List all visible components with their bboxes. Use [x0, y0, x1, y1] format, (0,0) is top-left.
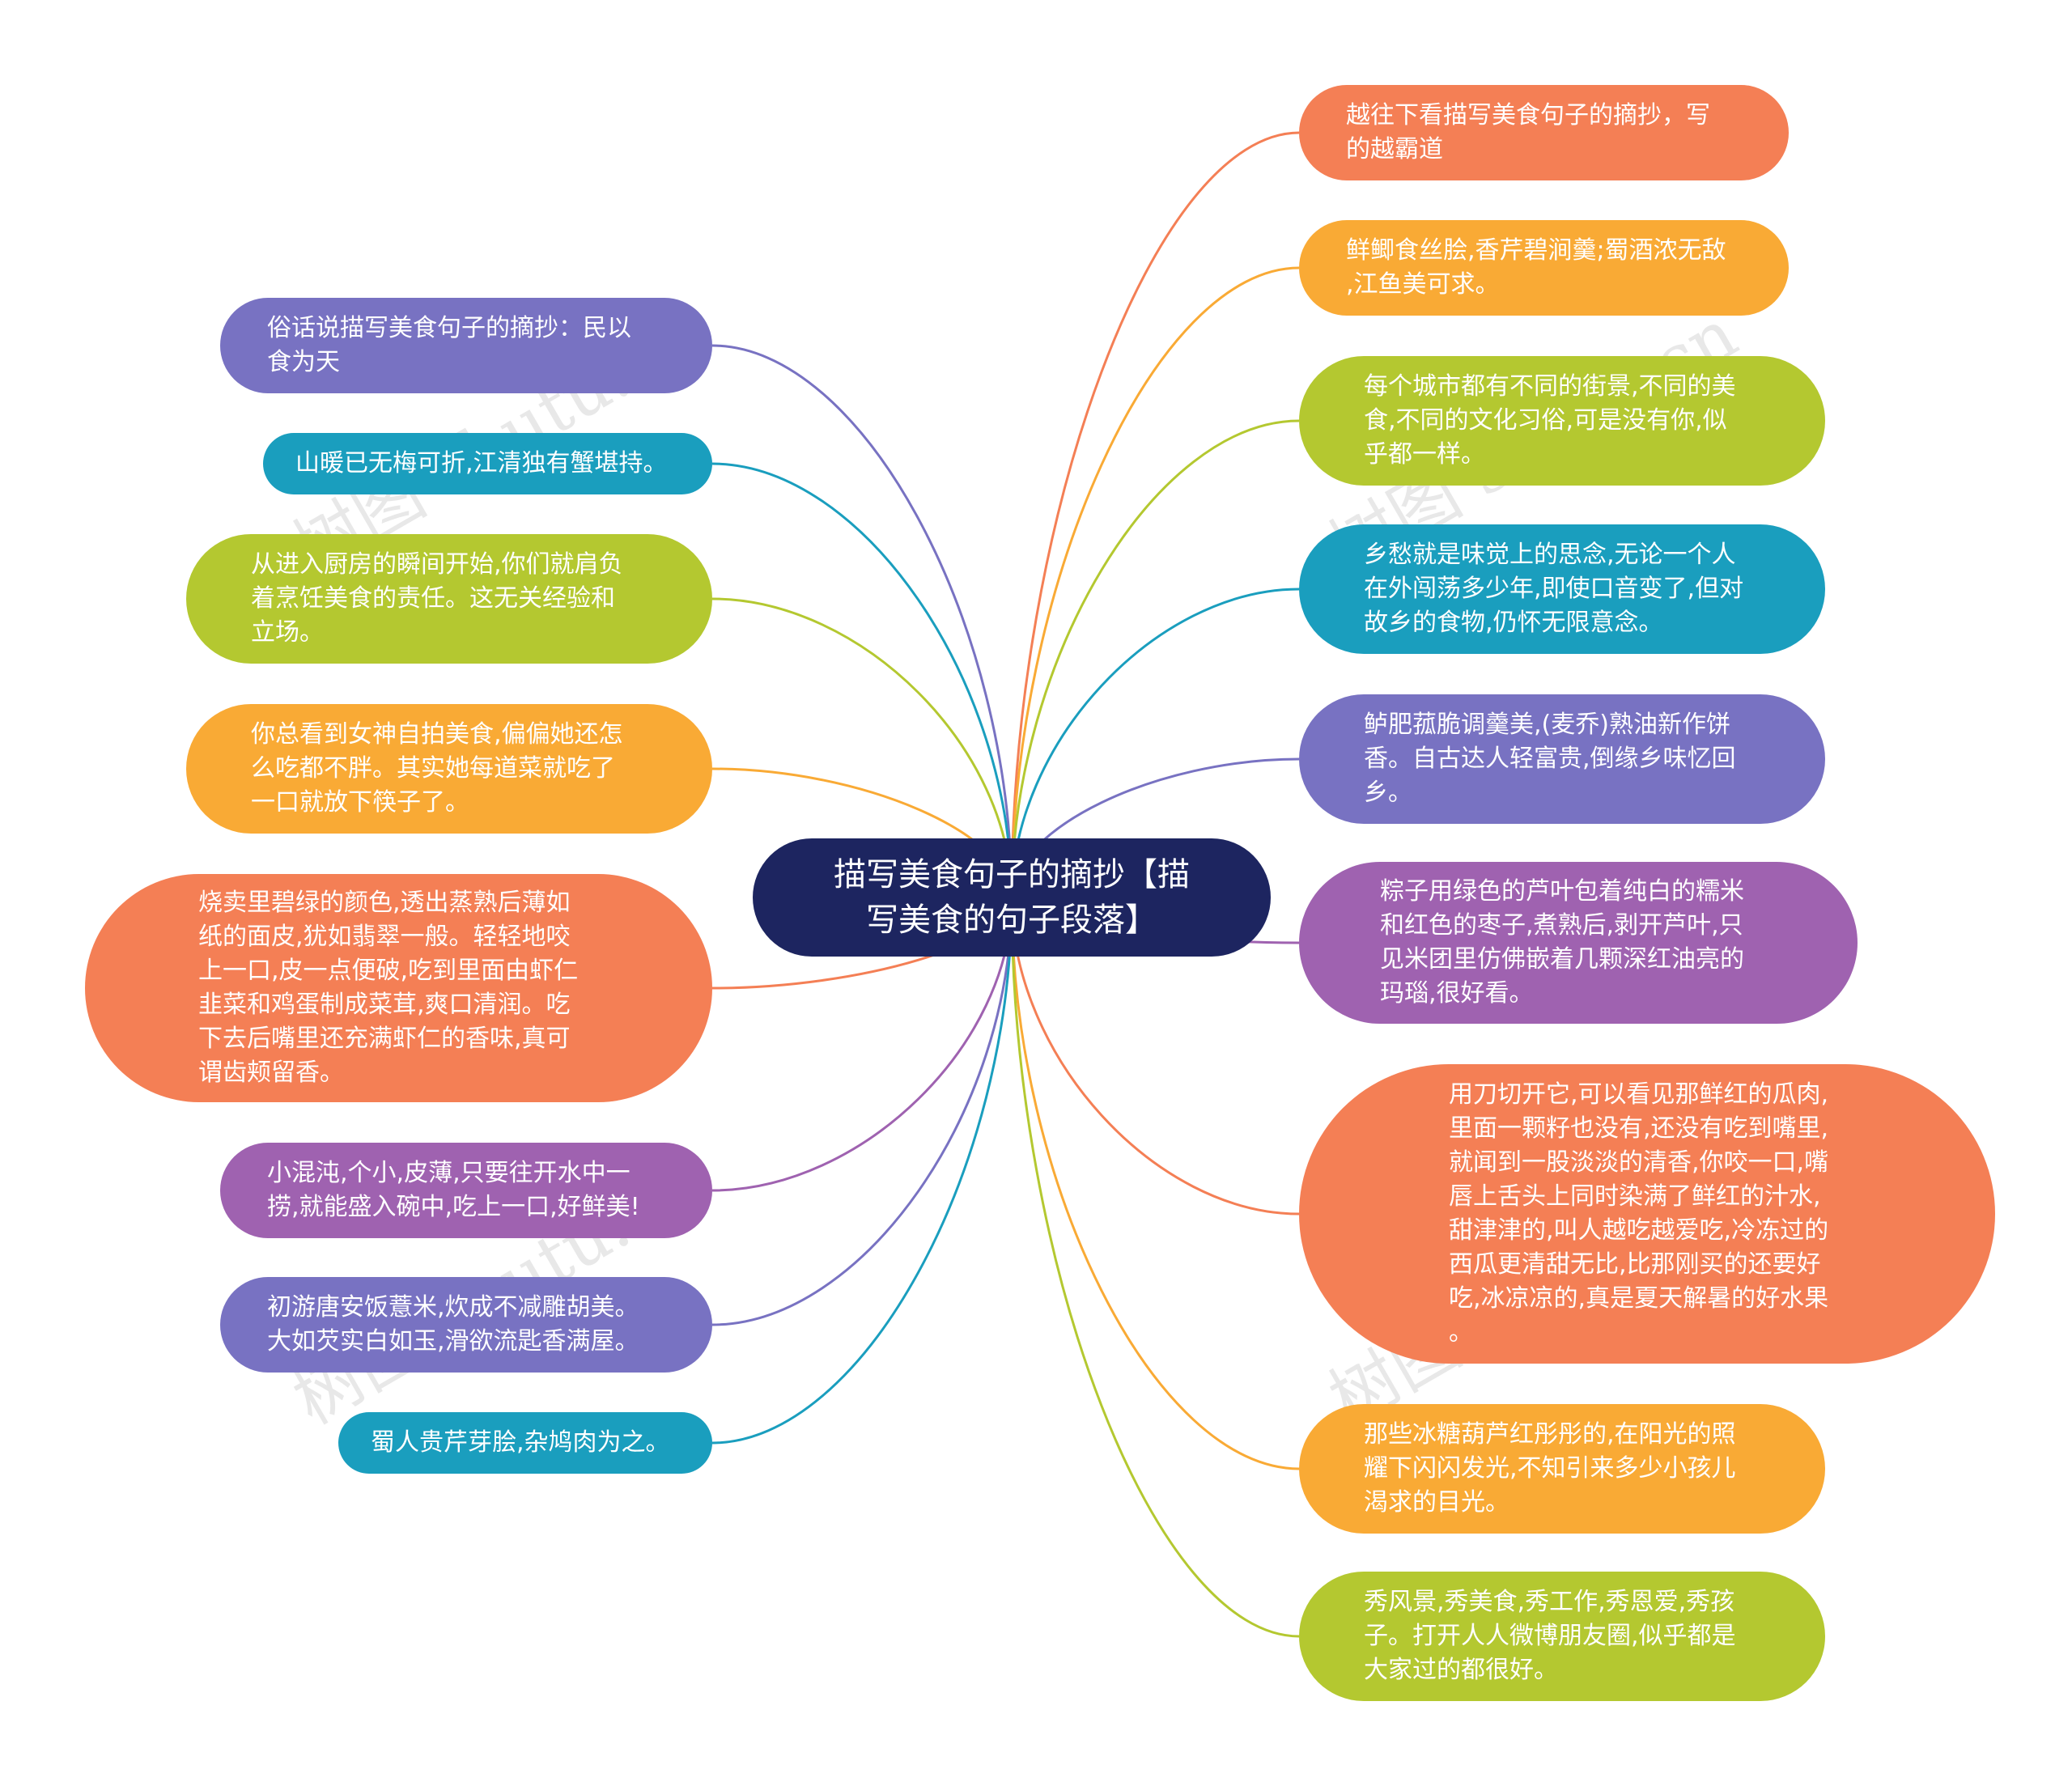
node-text: 那些冰糖葫芦红彤彤的,在阳光的照 耀下闪闪发光,不知引来多少小孩儿 渴求的目光。: [1364, 1420, 1736, 1517]
connector-line: [1010, 897, 1300, 1470]
left-branch-node[interactable]: 蜀人贵芹芽脍,杂鸠肉为之。: [338, 1412, 712, 1474]
connector-line: [1010, 897, 1300, 1638]
left-branch-node[interactable]: 初游唐安饭薏米,炊成不减雕胡美。 大如芡实白如玉,滑欲流匙香满屋。: [220, 1277, 712, 1373]
connector-line: [711, 897, 1013, 1326]
left-branch-node[interactable]: 山暖已无梅可折,江清独有蟹堪持。: [263, 433, 712, 494]
left-branch-node[interactable]: 从进入厨房的瞬间开始,你们就肩负 着烹饪美食的责任。这无关经验和 立场。: [186, 534, 712, 664]
node-text: 鲜鲫食丝脍,香芹碧涧羹;蜀酒浓无敌 ,江鱼美可求。: [1346, 236, 1726, 299]
left-branch-node[interactable]: 烧卖里碧绿的颜色,透出蒸熟后薄如 纸的面皮,犹如翡翠一般。轻轻地咬 上一口,皮一…: [85, 874, 712, 1102]
node-text: 从进入厨房的瞬间开始,你们就肩负 着烹饪美食的责任。这无关经验和 立场。: [251, 550, 623, 647]
right-branch-node[interactable]: 每个城市都有不同的街景,不同的美 食,不同的文化习俗,可是没有你,似 乎都一样。: [1299, 356, 1825, 486]
node-text: 烧卖里碧绿的颜色,透出蒸熟后薄如 纸的面皮,犹如翡翠一般。轻轻地咬 上一口,皮一…: [198, 889, 579, 1087]
node-text: 俗话说描写美食句子的摘抄：民以 食为天: [267, 314, 631, 376]
connector-line: [711, 597, 1013, 899]
node-text: 用刀切开它,可以看见那鲜红的瓜肉, 里面一颗籽也没有,还没有吃到嘴里, 就闻到一…: [1449, 1080, 1829, 1347]
right-branch-node[interactable]: 越往下看描写美食句子的摘抄，写 的越霸道: [1299, 85, 1789, 180]
connector-line: [711, 897, 1013, 1445]
connector-line: [1010, 131, 1300, 899]
node-text: 小混沌,个小,皮薄,只要往开水中一 捞,就能盛入碗中,吃上一口,好鲜美!: [267, 1159, 640, 1221]
node-text: 秀风景,秀美食,秀工作,秀恩爱,秀孩 子。打开人人微博朋友圈,似乎都是 大家过的…: [1364, 1588, 1736, 1684]
node-text: 乡愁就是味觉上的思念,无论一个人 在外闯荡多少年,即使口音变了,但对 故乡的食物…: [1364, 541, 1744, 637]
right-branch-node[interactable]: 粽子用绿色的芦叶包着纯白的糯米 和红色的枣子,煮熟后,剥开芦叶,只 见米团里仿佛…: [1299, 862, 1858, 1024]
right-branch-node[interactable]: 乡愁就是味觉上的思念,无论一个人 在外闯荡多少年,即使口音变了,但对 故乡的食物…: [1299, 524, 1825, 654]
right-branch-node[interactable]: 秀风景,秀美食,秀工作,秀恩爱,秀孩 子。打开人人微博朋友圈,似乎都是 大家过的…: [1299, 1572, 1825, 1701]
node-text: 初游唐安饭薏米,炊成不减雕胡美。 大如芡实白如玉,滑欲流匙香满屋。: [267, 1293, 639, 1356]
connector-line: [711, 344, 1013, 899]
connector-line: [1010, 419, 1300, 899]
node-text: 蜀人贵芹芽脍,杂鸠肉为之。: [371, 1428, 670, 1457]
connector-line: [1010, 588, 1300, 899]
node-text: 粽子用绿色的芦叶包着纯白的糯米 和红色的枣子,煮熟后,剥开芦叶,只 见米团里仿佛…: [1380, 877, 1744, 1008]
connector-line: [1010, 897, 1300, 1216]
node-text: 山暖已无梅可折,江清独有蟹堪持。: [295, 449, 668, 477]
central-topic[interactable]: 描写美食句子的摘抄【描 写美食的句子段落】: [753, 838, 1271, 957]
right-branch-node[interactable]: 用刀切开它,可以看见那鲜红的瓜肉, 里面一颗籽也没有,还没有吃到嘴里, 就闻到一…: [1299, 1064, 1995, 1364]
node-text: 鲈肥菰脆调羹美,(麦乔)熟油新作饼 香。自古达人轻富贵,倒缘乡味忆回 乡。: [1364, 711, 1736, 807]
node-text: 越往下看描写美食句子的摘抄，写 的越霸道: [1346, 101, 1710, 163]
right-branch-node[interactable]: 那些冰糖葫芦红彤彤的,在阳光的照 耀下闪闪发光,不知引来多少小孩儿 渴求的目光。: [1299, 1404, 1825, 1534]
right-branch-node[interactable]: 鲜鲫食丝脍,香芹碧涧羹;蜀酒浓无敌 ,江鱼美可求。: [1299, 220, 1789, 316]
node-text: 你总看到女神自拍美食,偏偏她还怎 么吃都不胖。其实她每道菜就吃了 一口就放下筷子…: [251, 720, 623, 817]
connector-line: [1010, 266, 1300, 899]
node-text: 每个城市都有不同的街景,不同的美 食,不同的文化习俗,可是没有你,似 乎都一样。: [1364, 372, 1736, 469]
left-branch-node[interactable]: 俗话说描写美食句子的摘抄：民以 食为天: [220, 298, 712, 393]
connector-line: [711, 897, 1013, 1192]
connector-line: [711, 462, 1013, 899]
right-branch-node[interactable]: 鲈肥菰脆调羹美,(麦乔)熟油新作饼 香。自古达人轻富贵,倒缘乡味忆回 乡。: [1299, 694, 1825, 824]
left-branch-node[interactable]: 小混沌,个小,皮薄,只要往开水中一 捞,就能盛入碗中,吃上一口,好鲜美!: [220, 1143, 712, 1238]
left-branch-node[interactable]: 你总看到女神自拍美食,偏偏她还怎 么吃都不胖。其实她每道菜就吃了 一口就放下筷子…: [186, 704, 712, 834]
